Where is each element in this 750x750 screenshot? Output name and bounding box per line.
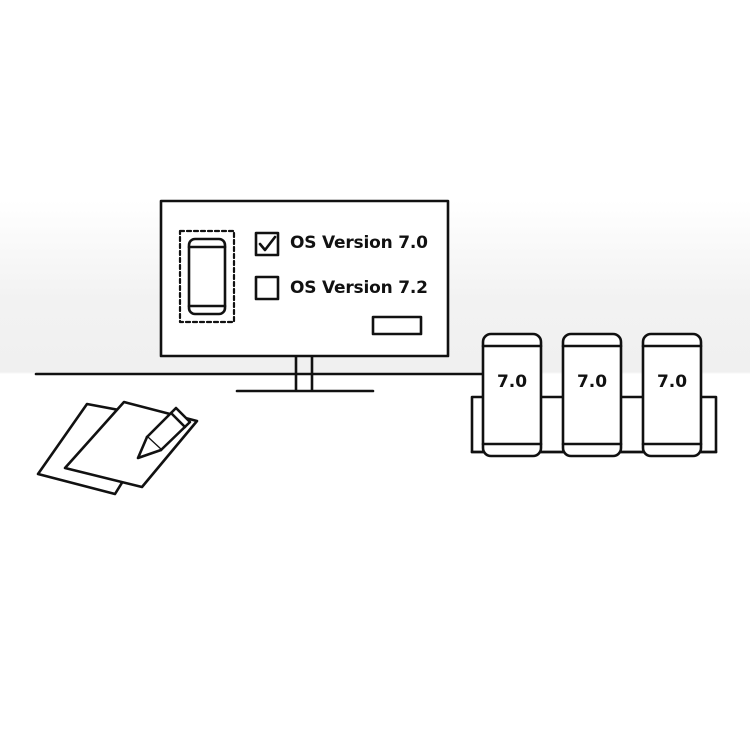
phone-preview-icon (187, 237, 227, 316)
dock-phone-1 (481, 332, 543, 458)
checkbox-os-7-0[interactable] (254, 231, 280, 257)
notes-icon (36, 400, 199, 496)
phone-selection-box (178, 229, 236, 324)
phone-version-label: 7.0 (656, 372, 688, 392)
checkbox-os-7-2[interactable] (254, 275, 280, 301)
monitor (159, 199, 450, 393)
check-icon (258, 235, 277, 252)
option-label-os-7-0: OS Version 7.0 (290, 233, 428, 253)
apply-button[interactable] (371, 315, 423, 336)
pen-icon (136, 406, 192, 460)
phone-version-label: 7.0 (576, 372, 608, 392)
option-label-os-7-2: OS Version 7.2 (290, 278, 428, 298)
dock-phone-3 (641, 332, 703, 458)
phone-version-label: 7.0 (496, 372, 528, 392)
phone-dock (470, 332, 718, 458)
monitor-screen (159, 199, 450, 358)
dock-phone-2 (561, 332, 623, 458)
